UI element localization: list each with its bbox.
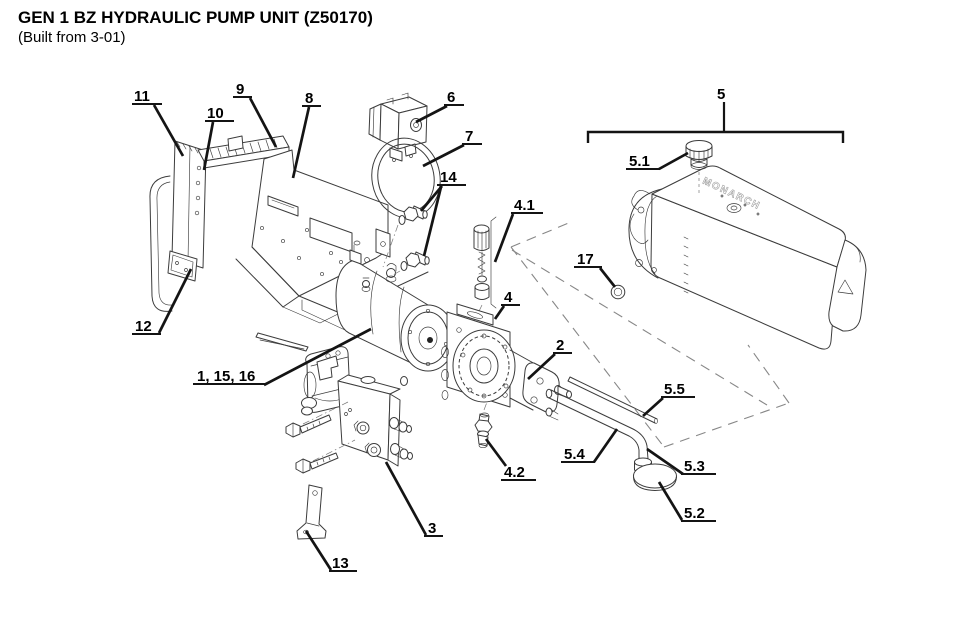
fittings-14 (382, 205, 430, 277)
svg-text:4.1: 4.1 (514, 197, 535, 214)
manifold-group (285, 346, 413, 474)
reservoir-tank: MONARCH (628, 140, 867, 350)
svg-text:7: 7 (465, 128, 473, 145)
callout-8: 8 (291, 90, 321, 179)
filler-cap (685, 140, 713, 196)
fitting-4-2 (474, 401, 493, 449)
svg-text:5.5: 5.5 (664, 381, 685, 398)
l-bracket (296, 484, 327, 540)
svg-text:5.1: 5.1 (629, 153, 650, 170)
gear-pump (509, 349, 572, 421)
callout-13: 13 (304, 530, 357, 572)
callout-9: 9 (233, 81, 278, 148)
relief-valve-assembly (469, 216, 497, 331)
svg-text:17: 17 (577, 251, 594, 268)
svg-text:3: 3 (428, 520, 436, 537)
svg-text:6: 6 (447, 89, 455, 106)
page-subtitle: (Built from 3-01) (18, 29, 126, 46)
callout-14: 14 (419, 169, 466, 257)
svg-text:12: 12 (135, 318, 152, 335)
callout-10: 10 (202, 105, 234, 171)
svg-text:4: 4 (504, 289, 513, 306)
callout-4-1: 4.1 (493, 197, 543, 263)
callout-3: 3 (384, 461, 443, 537)
svg-text:2: 2 (556, 337, 564, 354)
svg-text:5.3: 5.3 (684, 458, 705, 475)
svg-text:14: 14 (440, 169, 457, 186)
svg-text:5.4: 5.4 (564, 446, 586, 463)
svg-text:4.2: 4.2 (504, 464, 525, 481)
callout-5-1: 5.1 (626, 151, 689, 171)
callout-5-3: 5.3 (646, 447, 716, 476)
callout-7: 7 (422, 128, 482, 168)
callout-4-2: 4.2 (484, 438, 536, 481)
starter-solenoid (368, 92, 428, 162)
svg-text:1, 15, 16: 1, 15, 16 (197, 368, 255, 385)
callout-5-2: 5.2 (657, 481, 716, 522)
callout-2: 2 (527, 337, 572, 380)
level-marks (683, 236, 689, 294)
mounting-plane-dashed (510, 221, 790, 448)
grommet (610, 284, 626, 300)
callout-17: 17 (574, 251, 617, 288)
electric-motor (335, 240, 456, 372)
svg-text:11: 11 (134, 88, 150, 105)
callout-12: 12 (132, 268, 193, 335)
callout-6: 6 (415, 89, 464, 124)
pump-adapter (441, 303, 516, 408)
page-title: GEN 1 BZ HYDRAULIC PUMP UNIT (Z50170) (18, 8, 373, 27)
callout-5-5: 5.5 (642, 381, 695, 418)
svg-text:13: 13 (332, 555, 349, 572)
callout-1-15-16: 1, 15, 16 (193, 327, 372, 387)
callout-5: 5 (586, 86, 845, 143)
svg-text:5: 5 (717, 86, 725, 103)
callout-5-4: 5.4 (561, 428, 619, 463)
callout-11: 11 (132, 88, 185, 157)
suction-assembly (545, 376, 677, 491)
svg-text:8: 8 (305, 90, 313, 107)
callouts: 11 10 9 8 6 (132, 81, 845, 572)
callout-4: 4 (493, 289, 520, 320)
page-header: GEN 1 BZ HYDRAULIC PUMP UNIT (Z50170) (B… (18, 8, 373, 46)
warning-triangle-icon (837, 279, 854, 295)
svg-text:10: 10 (207, 105, 224, 122)
svg-text:9: 9 (236, 81, 244, 98)
svg-text:5.2: 5.2 (684, 505, 705, 522)
